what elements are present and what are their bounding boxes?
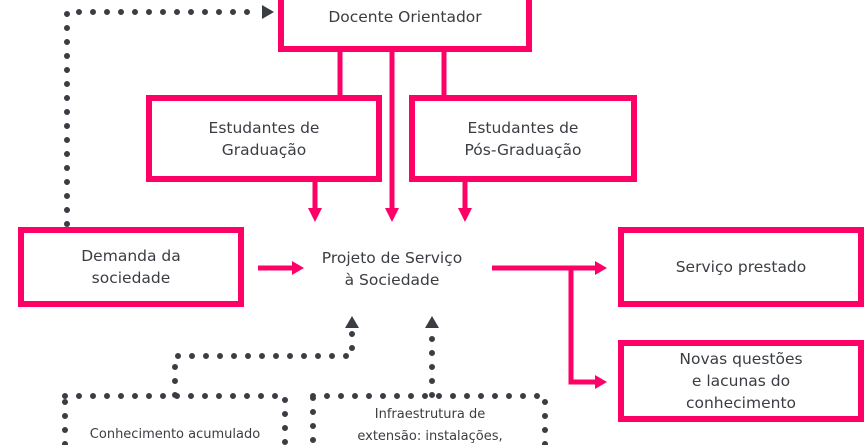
projeto-label-1: Projeto de Serviço <box>321 249 463 267</box>
infraestrutura-label-2: extensão: instalações, <box>357 429 503 444</box>
novas-label-3: conhecimento <box>685 394 797 412</box>
novas-label-2: e lacunas do <box>691 372 791 390</box>
servico-prestado-node: Serviço prestado <box>618 227 864 307</box>
novas-label-1: Novas questões <box>679 350 803 368</box>
dotted-connectors <box>62 9 548 445</box>
demanda-label-1: Demanda da <box>81 247 181 265</box>
demanda-label-2: sociedade <box>91 269 171 287</box>
infraestrutura-node: Infraestrutura de extensão: instalações, <box>318 404 542 448</box>
pos-graduacao-label-2: Pós-Graduação <box>464 140 582 159</box>
infraestrutura-label-1: Infraestrutura de <box>374 407 486 422</box>
conhecimento-label: Conhecimento acumulado <box>89 427 261 442</box>
demanda-node: Demanda da sociedade <box>18 227 244 307</box>
docente-orientador-node: Docente Orientador <box>278 0 532 52</box>
graduacao-label-1: Estudantes de <box>208 118 320 137</box>
novas-questoes-node: Novas questões e lacunas do conhecimento <box>618 340 864 422</box>
arrowheads <box>292 208 607 389</box>
docente-label: Docente Orientador <box>328 8 482 26</box>
dotted-arrowheads <box>262 5 439 328</box>
projeto-label-2: à Sociedade <box>344 271 440 289</box>
graduacao-label-2: Graduação <box>221 140 307 159</box>
solid-connectors <box>258 50 595 385</box>
pos-graduacao-node: Estudantes de Pós-Graduação <box>409 95 637 182</box>
graduacao-node: Estudantes de Graduação <box>146 95 382 182</box>
pos-graduacao-label-1: Estudantes de <box>467 118 579 137</box>
projeto-node: Projeto de Serviço à Sociedade <box>292 247 492 291</box>
servico-label: Serviço prestado <box>675 258 807 276</box>
conhecimento-node: Conhecimento acumulado <box>70 424 280 446</box>
